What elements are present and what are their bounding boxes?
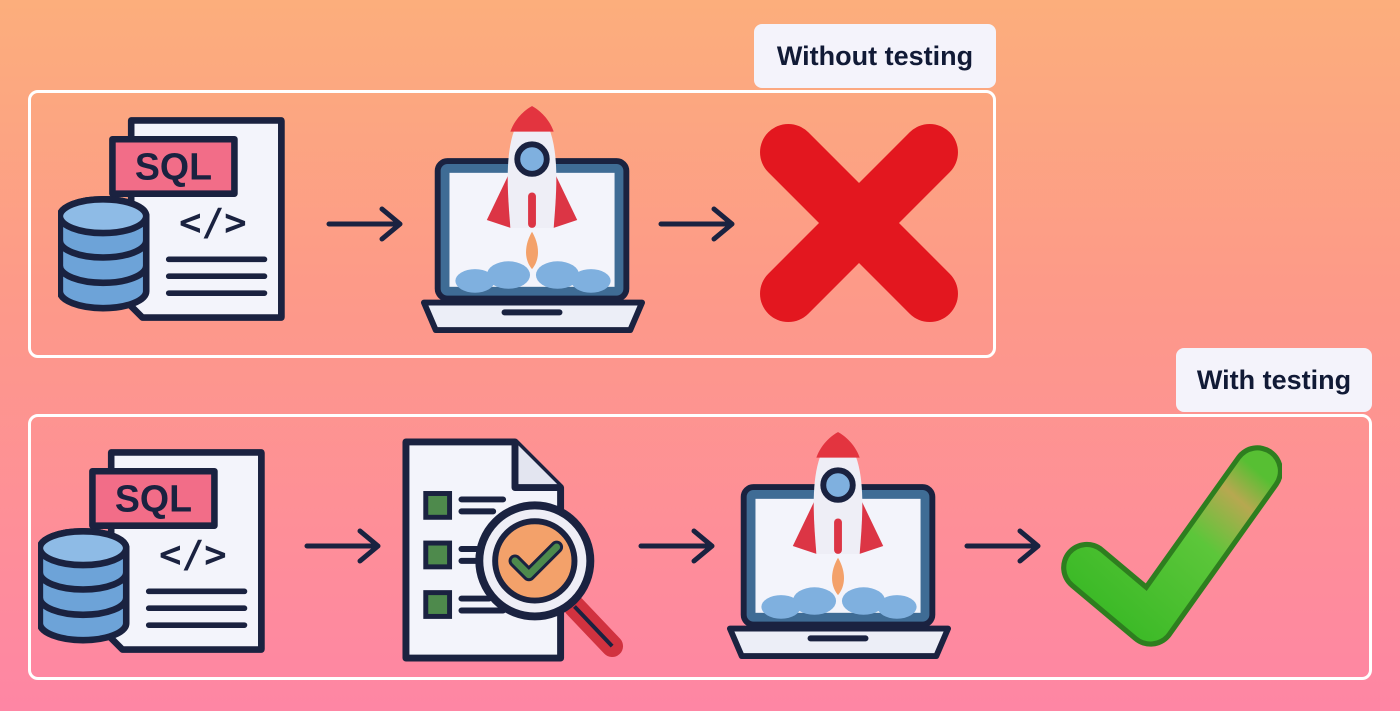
rocket-laptop-icon [420,100,646,340]
rocket-laptop-icon [726,426,952,666]
arrow-icon [326,204,406,244]
arrow-icon [638,526,718,566]
without-testing-label-text: Without testing [776,40,974,71]
without-testing-panel [28,90,996,358]
arrow-icon [658,204,738,244]
arrow-icon [964,526,1044,566]
green-checkmark-icon [1056,444,1282,650]
sql-document-icon [58,108,302,330]
with-testing-label-text: With testing [1196,364,1352,395]
with-testing-label: With testing [1176,348,1372,412]
without-testing-label: Without testing [754,24,996,88]
sql-document-icon [38,440,282,662]
with-testing-panel [28,414,1372,680]
red-cross-icon [758,122,960,324]
arrow-icon [304,526,384,566]
checklist-magnifier-icon [400,436,628,664]
